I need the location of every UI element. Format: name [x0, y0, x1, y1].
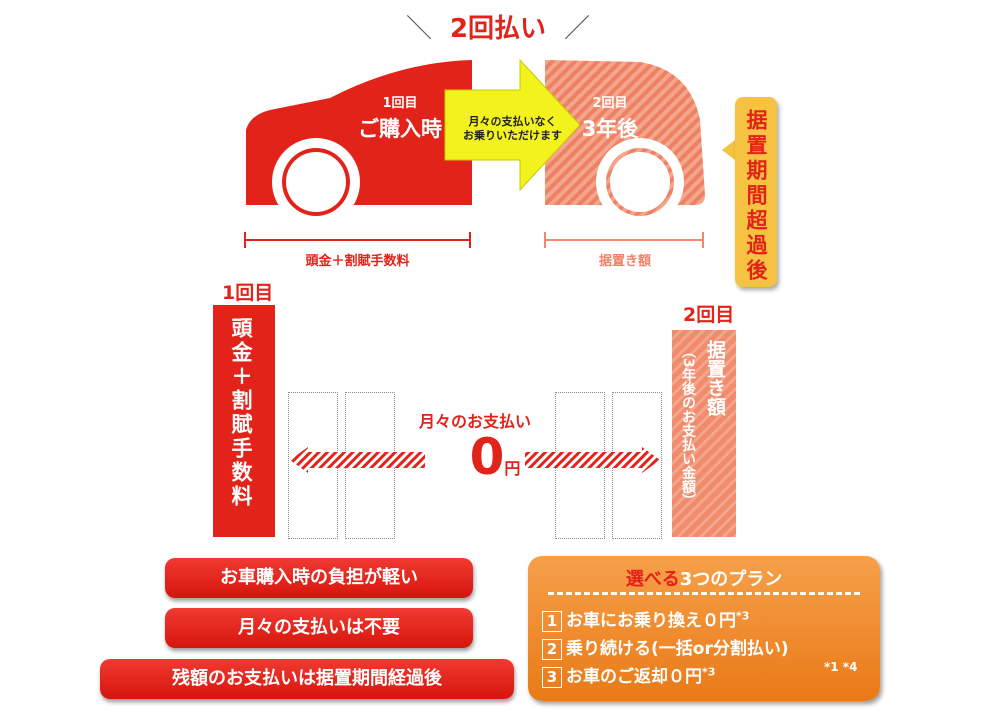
plans-title: 選べる3つのプラン — [528, 565, 880, 591]
plan-note: *3 — [702, 665, 716, 679]
phase1-text: ご購入時 — [358, 117, 442, 141]
title-slash-left: ＼ — [405, 14, 432, 44]
phase2-number: 2回目 — [592, 96, 628, 111]
deferral-period-tag: 据置期間超過後 — [735, 97, 777, 287]
payment2-bar: 据置き額 （3年後のお支払い金額） — [672, 330, 736, 537]
monthly-payment-value: 0円 — [440, 428, 550, 486]
arrow-text-line2: お乗りいただけます — [463, 129, 562, 142]
plan-number: 1 — [542, 611, 562, 632]
plan-number: 3 — [542, 667, 562, 688]
bracket2-label: 据置き額 — [598, 254, 651, 269]
arrow-text: 月々の支払いなく お乗りいただけます — [450, 115, 575, 143]
plan-note: *3 — [736, 609, 750, 623]
phase2-label: 2回目 3年後 — [555, 92, 665, 143]
payment2-bar-main: 据置き額 — [704, 340, 726, 416]
car-illustration — [244, 58, 735, 248]
payment1-bar-text: 頭金＋割賦手数料 — [229, 317, 253, 509]
phase2-text: 3年後 — [581, 117, 639, 141]
arrow-text-line1: 月々の支払いなく — [468, 115, 557, 128]
yellow-arrow-icon — [444, 58, 581, 192]
plans-divider — [548, 592, 860, 595]
payment2-number: 2回目 — [683, 304, 735, 326]
left-arrow-icon — [290, 447, 425, 473]
monthly-payment-label: 月々のお支払い — [418, 412, 531, 431]
car-rear-hatched — [545, 60, 705, 226]
monthly-payment-amount: 0 — [469, 428, 505, 486]
phase1-label: 1回目 ご購入時 — [340, 92, 460, 143]
benefit-no-monthly-payment: 月々の支払いは不要 — [165, 608, 473, 648]
plan-number: 2 — [542, 639, 562, 660]
plans-title-highlight: 選べる — [625, 569, 680, 590]
bracket-1 — [244, 232, 471, 248]
plans-footnotes: *1 *4 — [824, 660, 858, 674]
diagram-title: ＼ 2回払い ／ — [0, 8, 996, 45]
deferral-period-text: 据置期間超過後 — [744, 109, 768, 284]
payment1-bar: 頭金＋割賦手数料 — [213, 305, 275, 537]
plan-text: お車のご返却０円 — [566, 667, 702, 687]
title-slash-right: ／ — [564, 14, 591, 44]
monthly-payment-unit: 円 — [504, 459, 521, 478]
title-text: 2回払い — [449, 14, 547, 44]
payment1-number: 1回目 — [222, 282, 274, 304]
benefit-low-purchase-burden: お車購入時の負担が軽い — [165, 558, 473, 598]
tag-pointer-icon — [722, 140, 735, 160]
plans-title-rest: 3つのプラン — [679, 569, 783, 590]
plan-text: 乗り続ける(一括or分割払い) — [566, 639, 789, 659]
plan-text: お車にお乗り換え０円 — [566, 611, 736, 631]
car-front-red — [246, 60, 472, 226]
right-arrow-icon — [525, 447, 660, 473]
phase1-number: 1回目 — [382, 96, 418, 111]
bracket1-label: 頭金＋割賦手数料 — [305, 254, 410, 269]
payment2-bar-sub: （3年後のお支払い金額） — [680, 344, 696, 508]
bracket-2 — [544, 232, 704, 248]
benefit-deferred-balance: 残額のお支払いは据置期間経過後 — [100, 659, 514, 699]
